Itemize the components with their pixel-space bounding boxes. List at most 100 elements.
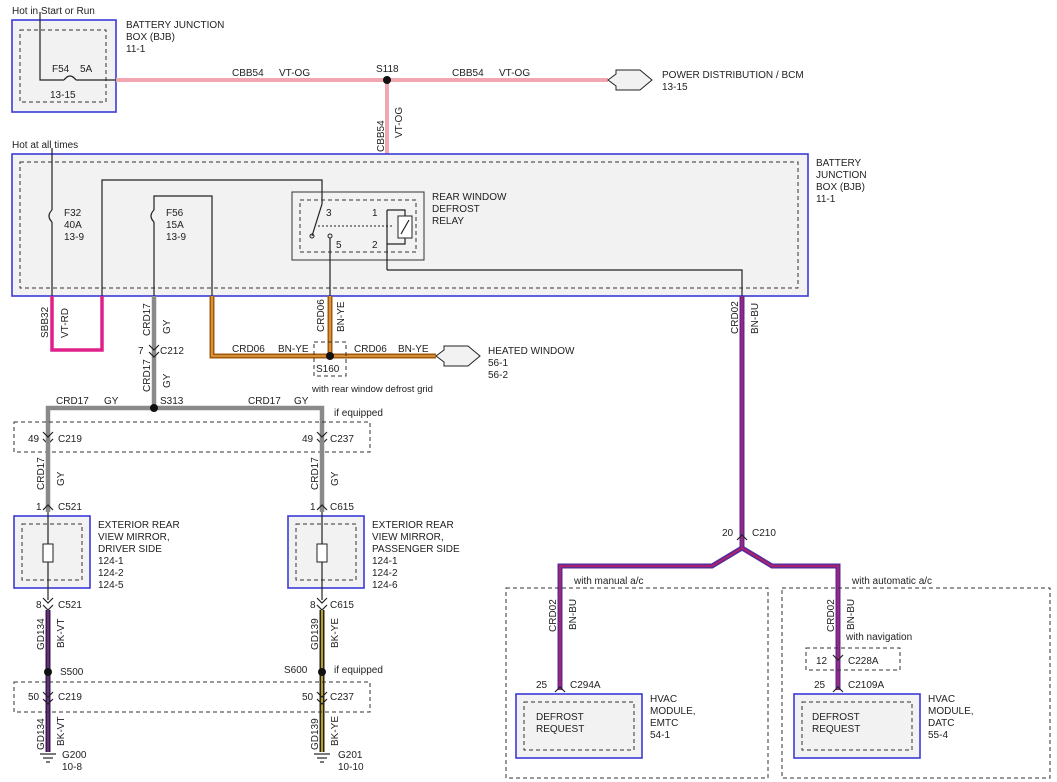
c219-top-pin: 49 <box>28 434 40 445</box>
mirror-pass-label-3: PASSENGER SIDE <box>372 544 460 555</box>
mirror-driver-heater-icon <box>42 543 54 563</box>
mirror-pass-label-1: EXTERIOR REAR <box>372 520 454 531</box>
splice-s118-label: S118 <box>376 64 399 75</box>
hvac-auto-inner-2: REQUEST <box>812 724 860 735</box>
wire-cbb54-left-code: CBB54 <box>232 68 264 79</box>
wire-stripe <box>211 296 436 357</box>
wire-cbb54-vert-code: CBB54 <box>376 120 387 152</box>
mirror-pass-label-6: 124-6 <box>372 580 398 591</box>
hvac-auto-label-1: HVAC <box>928 694 955 705</box>
fuse-f54-ref: 13-15 <box>50 90 76 101</box>
c615-top-label: C615 <box>330 502 354 513</box>
c615-top-pin: 1 <box>310 502 316 513</box>
relay-pin-5: 5 <box>336 240 342 251</box>
relay-label-3: RELAY <box>432 216 464 227</box>
splice-s600-dot <box>318 668 326 676</box>
fuse-f32-symbol <box>48 209 53 223</box>
mirror-pass-label-2: VIEW MIRROR, <box>372 532 444 543</box>
mirror-pass-label-5: 124-2 <box>372 568 398 579</box>
wire-gd139-color-2: BK-YE <box>330 716 341 746</box>
wire-crd17-bus-left-color: GY <box>104 396 119 407</box>
c615-bot-label: C615 <box>330 600 354 611</box>
ground-g201-ref: 10-10 <box>338 762 364 773</box>
wire-crd17-driver-code: CRD17 <box>36 457 47 490</box>
wire-crd17-bus <box>45 405 325 440</box>
c228a-label: C228A <box>848 656 879 667</box>
c521-bot-pin: 8 <box>36 600 42 611</box>
power-dist-label: POWER DISTRIBUTION / BCM <box>662 70 804 81</box>
bjb-top-label-1: BATTERY JUNCTION <box>126 20 224 31</box>
wire-gd134-code-1: GD134 <box>36 618 47 650</box>
c237-bot-pin: 50 <box>302 692 314 703</box>
ground-g201-label: G201 <box>338 750 363 761</box>
wire-crd17-bus-right-code: CRD17 <box>248 396 281 407</box>
s160-note: with rear window defrost grid <box>311 384 433 395</box>
fuse-f56-label: F56 <box>166 208 184 219</box>
wire-stripe <box>741 547 839 690</box>
wire-crd17-pass-color: GY <box>330 471 341 486</box>
wire-cbb54-right-color: VT-OG <box>499 68 530 79</box>
hvac-auto-label-4: 55-4 <box>928 730 948 741</box>
mirror-pass-heater-icon <box>316 543 328 563</box>
ground-g200-icon <box>40 753 56 763</box>
wire-gd134-code-2: GD134 <box>36 718 47 750</box>
hvac-manual-box <box>515 693 643 759</box>
fuse-f32-rating: 40A <box>64 220 82 231</box>
hvac-auto-box <box>793 693 921 759</box>
relay-box <box>291 191 425 261</box>
ground-g200-ref: 10-8 <box>62 762 82 773</box>
fuse-f56-rating: 15A <box>166 220 184 231</box>
wire-crd02-code: CRD02 <box>730 301 741 334</box>
wire-crd17-mid-color: GY <box>162 373 173 388</box>
power-dist-arrow <box>607 69 653 91</box>
mirror-driver-label-2: VIEW MIRROR, <box>98 532 170 543</box>
relay-pin-1: 1 <box>372 208 378 219</box>
bjb-main-label-1: BATTERY <box>816 158 862 169</box>
c219-top-label: C219 <box>58 434 82 445</box>
wire-crd02-color: BN-BU <box>750 303 761 334</box>
fuse-f32-ref: 13-9 <box>64 232 84 243</box>
hvac-auto-label-2: MODULE, <box>928 706 974 717</box>
c521-bot-label: C521 <box>58 600 82 611</box>
wire-gd134-color-1: BK-VT <box>56 619 67 648</box>
mirror-driver-label-3: DRIVER SIDE <box>98 544 162 555</box>
splice-s313-dot <box>150 404 158 412</box>
wire-crd06-vert-code: CRD06 <box>316 299 327 332</box>
wire-crd02-right-color: BN-BU <box>846 599 857 630</box>
c2109a-pin: 25 <box>814 680 826 691</box>
fuse-f56-symbol <box>150 209 155 223</box>
fuse-f54-symbol <box>63 75 77 81</box>
relay-label-1: REAR WINDOW <box>432 192 507 203</box>
mirror-driver-label-1: EXTERIOR REAR <box>98 520 180 531</box>
fuse-f56-ref: 13-9 <box>166 232 186 243</box>
relay-label-2: DEFROST <box>432 204 480 215</box>
ground-g201-icon <box>314 753 330 763</box>
mirror-driver-label-6: 124-5 <box>98 580 124 591</box>
hvac-manual-inner-1: DEFROST <box>536 712 584 723</box>
wire-stripe <box>559 547 743 690</box>
bjb-main-label-2: JUNCTION <box>816 170 867 181</box>
bjb-top-label-2: BOX (BJB) <box>126 32 175 43</box>
if-equipped-1: if equipped <box>334 408 383 419</box>
hvac-manual-label-2: MODULE, <box>650 706 696 717</box>
hvac-manual-label-1: HVAC <box>650 694 677 705</box>
wire-crd02-left-code: CRD02 <box>548 599 559 632</box>
heated-window-ref-1: 56-1 <box>488 358 508 369</box>
c237-top-pin: 49 <box>302 434 314 445</box>
c210-label: C210 <box>752 528 776 539</box>
c210-pin: 20 <box>722 528 734 539</box>
splice-s500-label: S500 <box>60 667 84 678</box>
c219-bot-label: C219 <box>58 692 82 703</box>
c237-top-label: C237 <box>330 434 354 445</box>
splice-s600-label: S600 <box>284 665 308 676</box>
heated-window-arrow <box>435 345 481 367</box>
splice-s118-dot <box>383 76 391 84</box>
splice-s500-dot <box>44 668 52 676</box>
bjb-top-label-3: 11-1 <box>126 44 146 55</box>
power-dist-ref: 13-15 <box>662 82 688 93</box>
c521-top-pin: 1 <box>36 502 42 513</box>
wire-crd17-bus-right-color: GY <box>294 396 309 407</box>
wire-crd06-right-color: BN-YE <box>398 344 429 355</box>
hvac-manual-condition: with manual a/c <box>573 576 643 587</box>
splice-s313-label: S313 <box>160 396 184 407</box>
